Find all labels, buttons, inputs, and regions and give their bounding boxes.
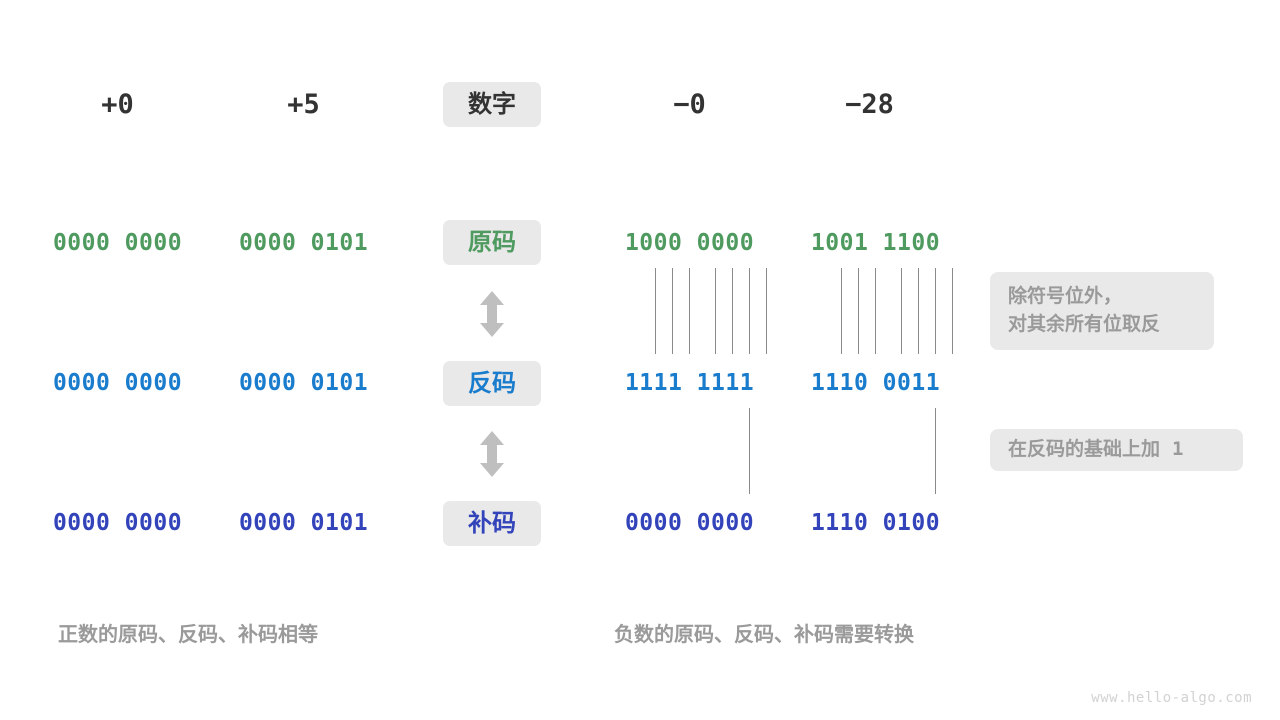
double-arrow-vertical-icon: [475, 430, 509, 478]
tick-invert-minus-zero-bit2: [672, 268, 673, 354]
value-twos-complement-minus-zero: 0000 0000: [624, 510, 755, 536]
note-invert-bits-line1: 除符号位外，: [1008, 286, 1123, 308]
value-twos-complement-plus-five: 0000 0101: [238, 510, 369, 536]
caption-positive-numbers: 正数的原码、反码、补码相等: [58, 624, 318, 646]
row-chip-ones-complement: 反码: [443, 361, 541, 406]
tick-invert-minus-zero-bit1: [655, 268, 656, 354]
tick-invert-minus-zero-bit5: [732, 268, 733, 354]
value-twos-complement-minus-twentyeight: 1110 0100: [810, 510, 941, 536]
tick-invert-minus-twentyeight-bit1: [841, 268, 842, 354]
note-add-one-value: 1: [1172, 438, 1184, 461]
value-ones-complement-plus-five: 0000 0101: [238, 370, 369, 396]
caption-negative-numbers: 负数的原码、反码、补码需要转换: [614, 624, 914, 646]
row-chip-true-form: 原码: [443, 220, 541, 265]
tick-invert-minus-twentyeight-bit2: [858, 268, 859, 354]
header-number-plus-zero: +0: [101, 88, 134, 120]
value-true-form-plus-zero: 0000 0000: [52, 230, 183, 256]
value-ones-complement-minus-twentyeight: 1110 0011: [810, 370, 941, 396]
header-number-plus-five: +5: [287, 88, 320, 120]
tick-invert-minus-zero-bit7: [766, 268, 767, 354]
tick-invert-minus-zero-bit3: [689, 268, 690, 354]
row-chip-twos-complement: 补码: [443, 501, 541, 546]
value-true-form-plus-five: 0000 0101: [238, 230, 369, 256]
value-ones-complement-minus-zero: 1111 1111: [624, 370, 755, 396]
note-add-one-label: 在反码的基础上加: [1008, 439, 1161, 461]
note-invert-bits-line2: 对其余所有位取反: [1008, 314, 1161, 335]
tick-invert-minus-zero-bit4: [715, 268, 716, 354]
tick-invert-minus-twentyeight-bit6: [935, 268, 936, 354]
tick-addone-minus-zero-lsb: [749, 408, 750, 494]
value-true-form-minus-zero: 1000 0000: [624, 230, 755, 256]
header-chip-number: 数字: [443, 82, 541, 127]
note-add-one-text: 在反码的基础上加 1: [1008, 436, 1225, 464]
value-ones-complement-plus-zero: 0000 0000: [52, 370, 183, 396]
value-true-form-minus-twentyeight: 1001 1100: [810, 230, 941, 256]
note-add-one: 在反码的基础上加 1: [990, 429, 1243, 471]
tick-invert-minus-zero-bit6: [749, 268, 750, 354]
tick-invert-minus-twentyeight-bit3: [875, 268, 876, 354]
tick-invert-minus-twentyeight-bit4: [901, 268, 902, 354]
header-number-minus-zero: −0: [673, 88, 706, 120]
watermark-url: www.hello-algo.com: [1091, 690, 1252, 706]
tick-invert-minus-twentyeight-bit7: [952, 268, 953, 354]
note-invert-bits: 除符号位外， 对其余所有位取反: [990, 272, 1214, 350]
tick-addone-minus-twentyeight-lsb: [935, 408, 936, 494]
header-number-minus-twentyeight: −28: [845, 88, 894, 120]
tick-invert-minus-twentyeight-bit5: [918, 268, 919, 354]
value-twos-complement-plus-zero: 0000 0000: [52, 510, 183, 536]
double-arrow-vertical-icon: [475, 290, 509, 338]
